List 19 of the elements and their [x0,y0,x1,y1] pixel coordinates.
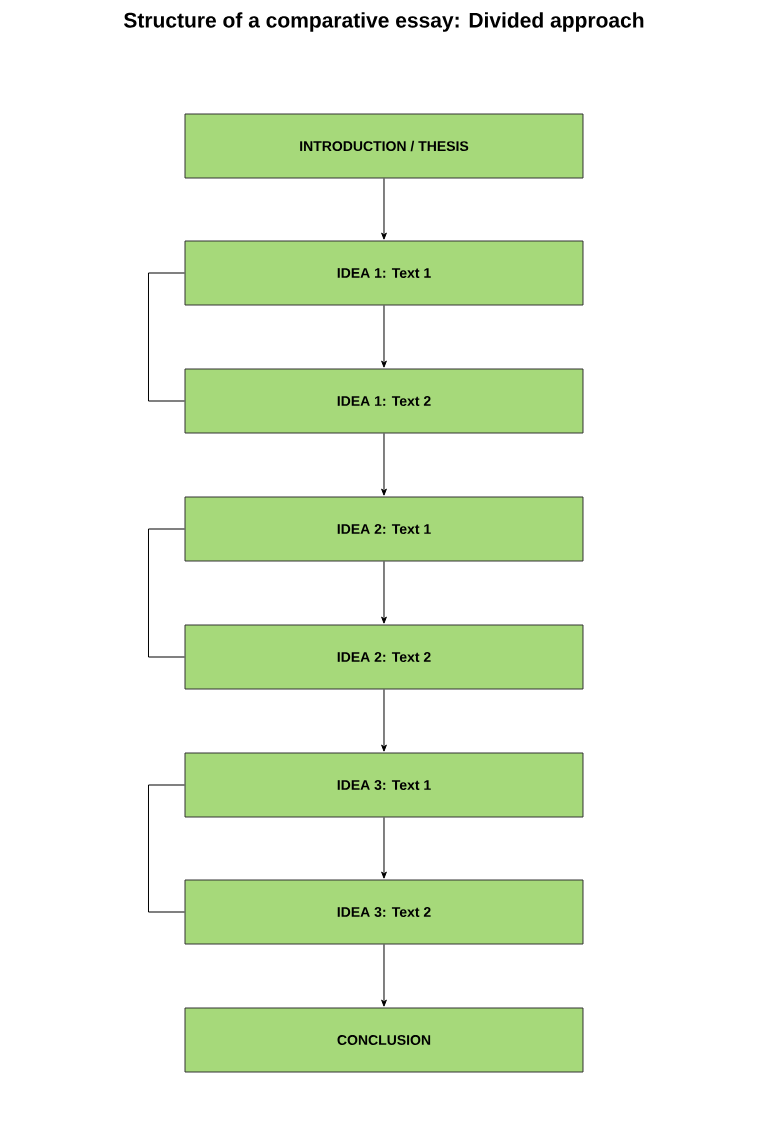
process-box: INTRODUCTION / THESIS [184,113,584,179]
process-box: IDEA 1: Text 2 [184,368,584,434]
process-box: IDEA 2: Text 1 [184,496,584,562]
bracket-line [148,528,185,658]
process-box: IDEA 3: Text 2 [184,879,584,945]
arrow [381,178,387,240]
process-box: IDEA 1: Text 1 [184,240,584,306]
process-box: IDEA 3: Text 1 [184,752,584,818]
arrow [381,944,387,1007]
process-box: CONCLUSION [184,1007,584,1073]
bracket-line [148,784,185,913]
arrow [381,817,387,879]
arrow [381,433,387,496]
process-box: IDEA 2: Text 2 [184,624,584,690]
title: Structure of a comparative essay: Divided approach [123,12,644,32]
bracket-line [148,272,185,402]
arrow [381,689,387,752]
arrow [381,561,387,624]
arrow [381,305,387,368]
